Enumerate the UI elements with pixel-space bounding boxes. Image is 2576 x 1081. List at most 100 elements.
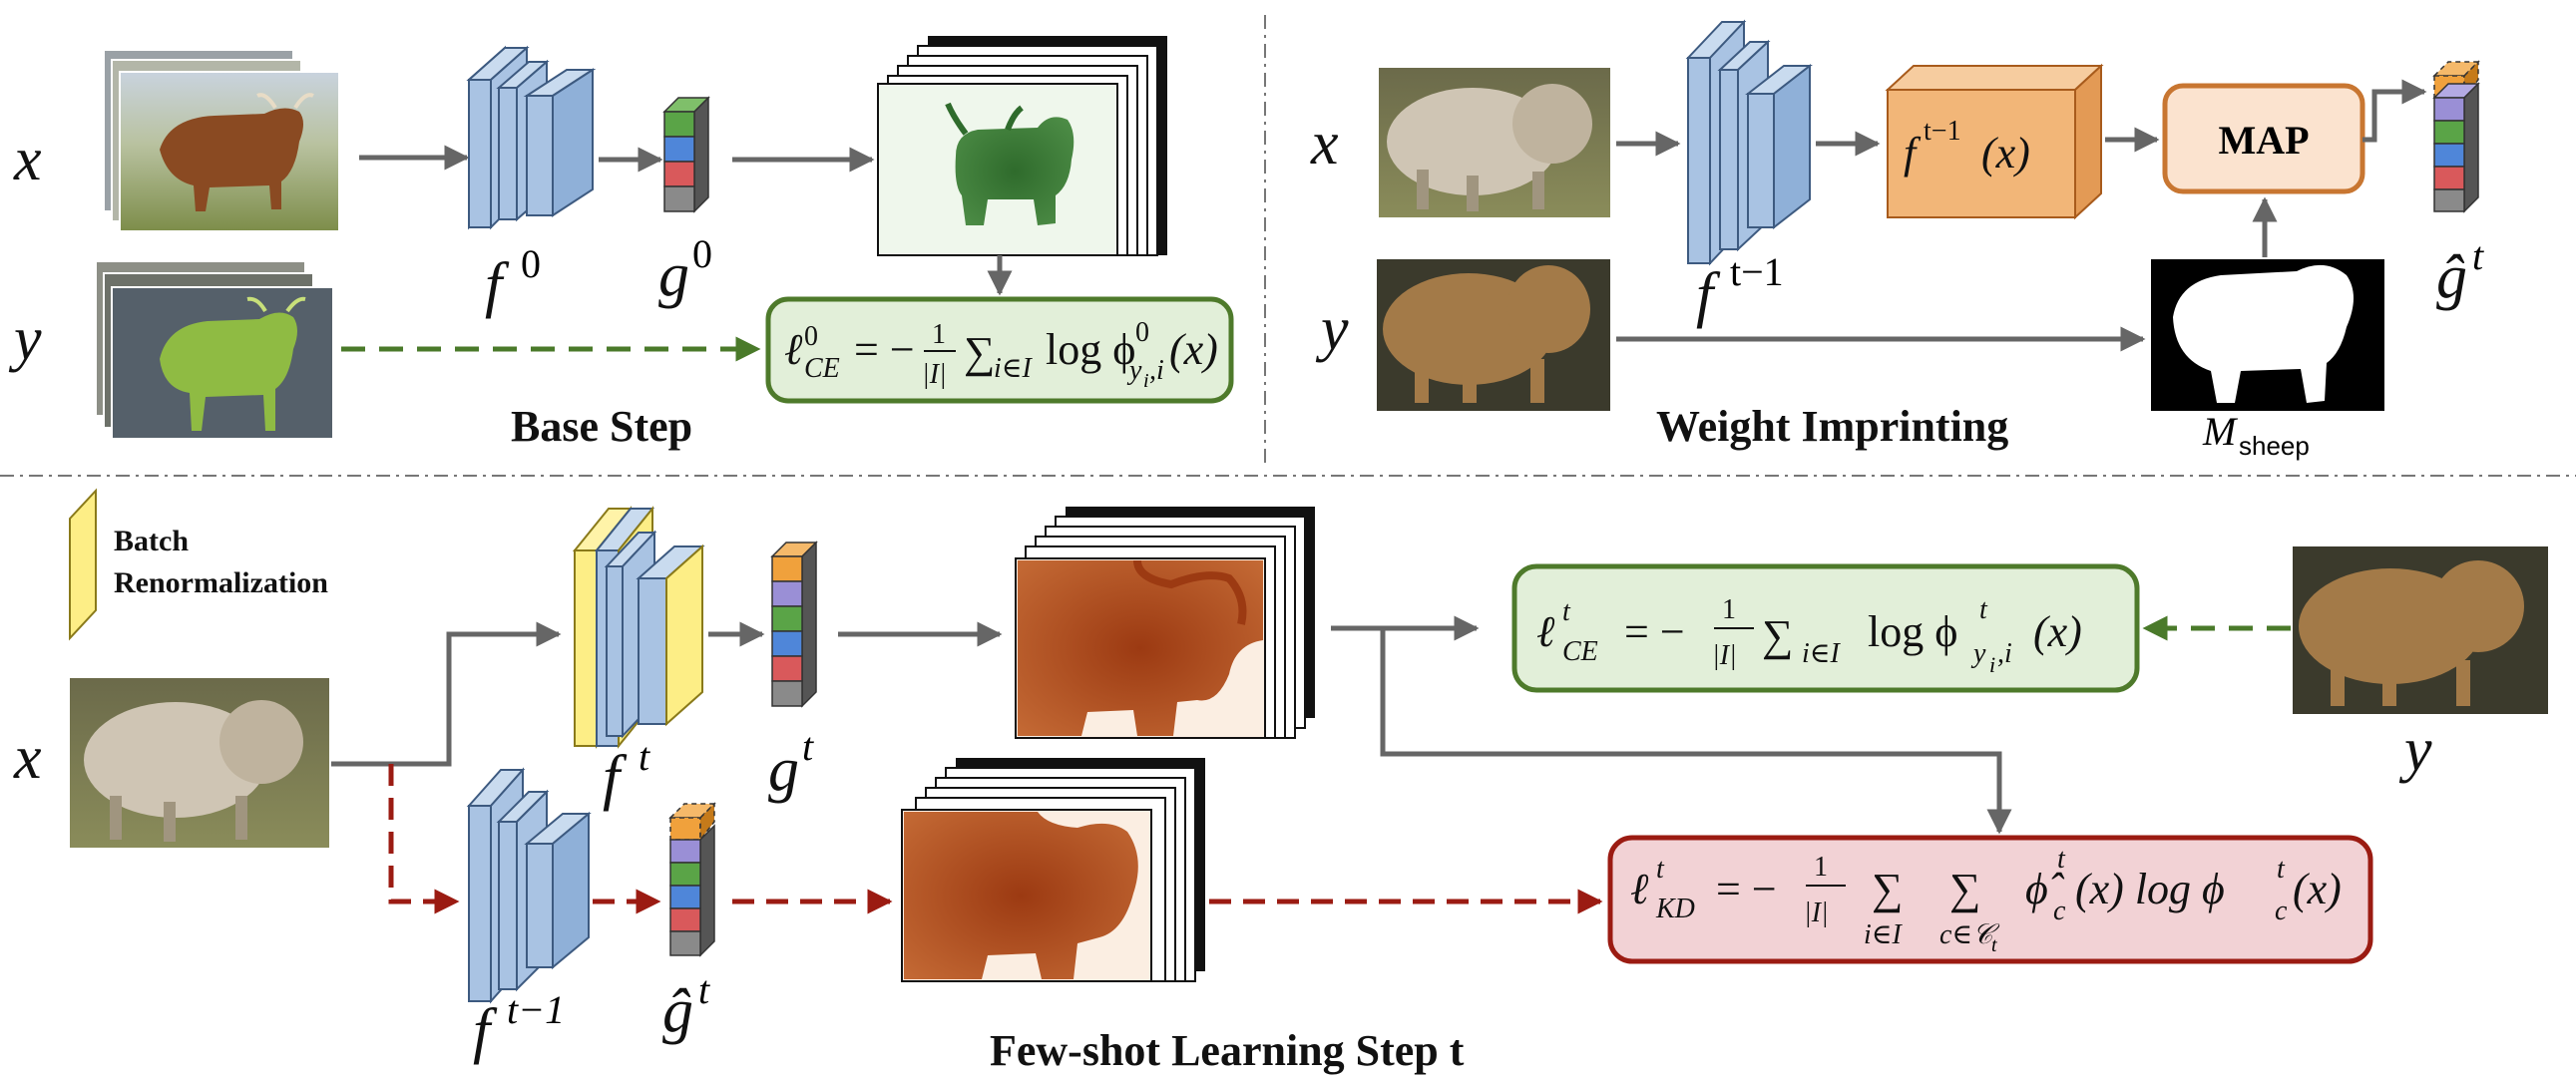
svg-text:log ϕ: log ϕ (1868, 607, 1957, 656)
svg-text:|I|: |I| (1712, 640, 1737, 671)
svg-text:(x): (x) (1169, 325, 1218, 374)
wi-input-image (1379, 68, 1610, 217)
svg-text:y: y (1126, 355, 1142, 386)
svg-text:t: t (1656, 854, 1665, 885)
svg-text:t: t (1562, 596, 1571, 627)
base-encoder-label: f 0 (485, 241, 541, 319)
svg-text:= −: = − (1624, 607, 1685, 656)
base-classifier-label: g 0 (658, 231, 712, 309)
arrow-fs-input-to-encoder (331, 621, 562, 767)
svg-text:c: c (2275, 896, 2288, 926)
svg-text:∑: ∑ (964, 328, 995, 377)
fs-y-label: y (2398, 716, 2432, 784)
svg-text:g: g (768, 736, 799, 804)
base-y-label: y (8, 305, 42, 373)
svg-text:MAP: MAP (2218, 118, 2309, 163)
fs-old-prediction-stack (901, 758, 1205, 982)
svg-text:i∈I: i∈I (994, 353, 1034, 384)
svg-text:t: t (639, 734, 650, 779)
fewshot-step-title: Few-shot Learning Step t (990, 1026, 1465, 1075)
svg-text:,i: ,i (1997, 638, 2012, 669)
wi-encoder-label: f t−1 (1696, 249, 1784, 329)
svg-text:t−1: t−1 (1730, 249, 1784, 294)
svg-text:t: t (2472, 233, 2484, 278)
svg-text:0: 0 (521, 241, 541, 286)
svg-text:sheep: sheep (2239, 431, 2310, 461)
svg-text:c∈𝒞: c∈𝒞 (1939, 919, 2000, 950)
svg-text:0: 0 (1135, 317, 1149, 348)
svg-text:(x): (x) (1981, 129, 2030, 178)
svg-text:ℓ: ℓ (1536, 607, 1555, 656)
svg-text:ℓ: ℓ (784, 325, 803, 374)
svg-text:= −: = − (1716, 865, 1777, 913)
wi-feature-box: f t−1 (x) (1885, 63, 2104, 220)
fs-prediction-stack (1015, 507, 1315, 739)
svg-text:t: t (2057, 844, 2066, 875)
arrow-wi-map-to-classifier (2362, 79, 2427, 143)
svg-text:g: g (658, 241, 689, 309)
wi-mask-label: M sheep (2202, 409, 2310, 461)
svg-text:ĝ: ĝ (662, 977, 693, 1045)
bn-legend-line1: Batch (114, 525, 189, 557)
fs-ce-loss-box: ℓ t CE = − 1 |I| ∑ i∈I log ϕ t y i ,i (x… (1511, 563, 2140, 693)
svg-text:1: 1 (932, 319, 946, 350)
svg-text:∑: ∑ (1949, 865, 1980, 913)
base-x-label: x (13, 126, 42, 193)
base-input-image-stack (103, 49, 340, 232)
svg-text:t: t (1979, 594, 1988, 625)
svg-text:(x): (x) (2293, 865, 2342, 913)
wi-x-label: x (1310, 110, 1339, 178)
svg-text:|I|: |I| (922, 359, 947, 390)
svg-text:∑: ∑ (1762, 611, 1793, 660)
fs-input-image (70, 678, 329, 848)
fs-old-classifier (668, 802, 716, 957)
fs-classifier-label: g t (768, 724, 814, 804)
fewshot-panel: Batch Renormalization x (13, 488, 2548, 1075)
svg-text:i: i (1143, 370, 1149, 392)
svg-text:c: c (2053, 896, 2066, 926)
svg-text:1: 1 (1814, 852, 1828, 883)
wi-label-image (1377, 259, 1610, 411)
svg-text:CE: CE (804, 353, 840, 384)
svg-text:y: y (1970, 638, 1986, 669)
svg-text:f: f (473, 997, 498, 1065)
svg-text:= −: = − (854, 325, 915, 374)
base-step-title: Base Step (511, 402, 692, 451)
base-prediction-stack (877, 36, 1167, 256)
svg-text:t−1: t−1 (507, 987, 565, 1032)
svg-text:log ϕ: log ϕ (1046, 325, 1135, 374)
wi-encoder (1685, 19, 1813, 266)
svg-text:t−1: t−1 (1924, 116, 1961, 147)
weight-imprinting-title: Weight Imprinting (1656, 402, 2008, 451)
svg-text:t: t (2277, 854, 2286, 885)
svg-text:0: 0 (692, 231, 712, 276)
base-step-panel: x y (8, 36, 1234, 451)
svg-text:t: t (1991, 934, 1997, 956)
svg-text:1: 1 (1722, 594, 1736, 625)
svg-text:ĝ: ĝ (2436, 243, 2467, 311)
base-classifier-g0 (662, 96, 710, 213)
wi-classifier (2432, 60, 2480, 213)
svg-text:,i: ,i (1149, 355, 1164, 386)
svg-text:ℓ: ℓ (1630, 865, 1649, 913)
svg-text:|I|: |I| (1804, 898, 1829, 928)
svg-text:M: M (2202, 409, 2239, 454)
svg-text:i∈I: i∈I (1864, 919, 1904, 950)
svg-text:∑: ∑ (1872, 865, 1903, 913)
svg-text:i∈I: i∈I (1802, 638, 1842, 669)
base-label-image-stack (95, 260, 334, 440)
svg-text:(x) log ϕ: (x) log ϕ (2075, 865, 2225, 913)
svg-text:f: f (603, 744, 628, 812)
svg-text:(x): (x) (2033, 607, 2082, 656)
svg-text:f: f (485, 251, 510, 319)
fs-x-label: x (13, 724, 42, 792)
fs-old-classifier-label: ĝ t (662, 967, 710, 1045)
svg-text:f: f (1696, 261, 1721, 329)
fs-encoder-label: f t (603, 734, 650, 812)
wi-map-box: MAP (2162, 83, 2365, 194)
svg-text:0: 0 (804, 321, 818, 352)
fs-classifier (770, 540, 818, 708)
fs-label-image (2293, 546, 2548, 714)
bn-legend-line2: Renormalization (114, 566, 328, 599)
